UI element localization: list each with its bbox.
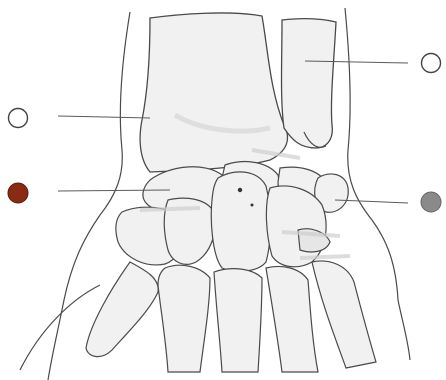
hand-right-contour <box>398 300 410 360</box>
metacarpal-2 <box>158 265 210 372</box>
marker-red-lower-left <box>8 183 28 203</box>
marker-hollow-upper-right <box>422 54 441 73</box>
metacarpal-5 <box>312 261 376 368</box>
radius-bone <box>140 13 287 172</box>
capitate-foramen-2 <box>251 204 254 207</box>
metacarpal-1 <box>86 262 158 357</box>
leader-line-upper-left <box>58 116 150 118</box>
capitate-foramen <box>238 188 242 192</box>
metacarpal-bones <box>86 261 376 372</box>
capitate <box>211 172 270 271</box>
carpal-bones <box>116 162 348 272</box>
metacarpal-4 <box>266 267 318 373</box>
marker-hollow-upper-left <box>9 109 28 128</box>
forearm-right-contour <box>345 8 398 300</box>
marker-gray-lower-right <box>421 192 441 212</box>
thumb-contour <box>20 285 100 370</box>
ulna-bone <box>282 19 337 148</box>
metacarpal-3 <box>214 269 262 372</box>
